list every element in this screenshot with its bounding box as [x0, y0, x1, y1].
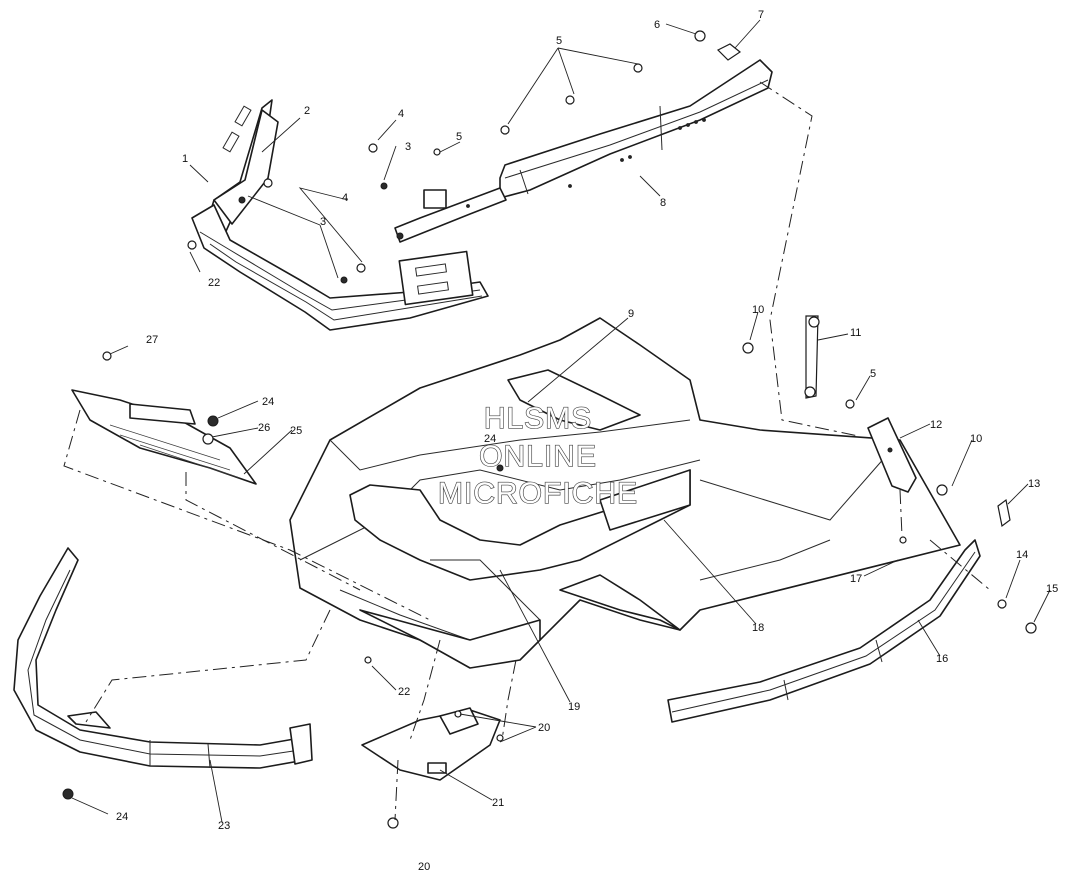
- callout-24: 24: [116, 811, 128, 823]
- callout-11: 11: [850, 327, 861, 339]
- front-left-bumper: [13, 547, 313, 769]
- callout-18: 18: [752, 622, 764, 634]
- hood-shell: [289, 317, 961, 669]
- watermark-line-2: ONLINE: [479, 440, 597, 473]
- fasteners: [62, 30, 1037, 829]
- callout-21: 21: [492, 797, 504, 809]
- callout-12: 12: [930, 419, 942, 431]
- callout-numbers: 1 2 3 4 3 4 5 5 6 7 8 22 9 10 11 5 12 10…: [116, 9, 1058, 873]
- callout-25: 25: [290, 425, 302, 437]
- callout-17: 17: [850, 573, 862, 585]
- callout-22: 22: [208, 277, 220, 289]
- callout-15: 15: [1046, 583, 1058, 595]
- callout-leader-lines: [71, 19, 1051, 823]
- left-side-panel: [71, 389, 257, 485]
- callout-16: 16: [936, 653, 948, 665]
- left-upper-bracket: [191, 99, 489, 331]
- callout-4: 4: [398, 108, 404, 120]
- callout-22: 22: [398, 686, 410, 698]
- callout-23: 23: [218, 820, 230, 832]
- callout-10: 10: [752, 304, 764, 316]
- callout-9: 9: [628, 308, 634, 320]
- callout-4: 4: [342, 192, 348, 204]
- callout-26: 26: [258, 422, 270, 434]
- callout-5: 5: [456, 131, 462, 143]
- callout-13: 13: [1028, 478, 1040, 490]
- callout-3: 3: [320, 216, 326, 228]
- watermark-line-1: HLSMS: [484, 402, 592, 435]
- lower-bracket: [361, 707, 501, 781]
- callout-24: 24: [262, 396, 274, 408]
- alignment-lines: [63, 81, 991, 821]
- callout-3: 3: [405, 141, 411, 153]
- callout-20: 20: [418, 861, 430, 873]
- callout-24: 24: [484, 433, 496, 445]
- callout-10: 10: [970, 433, 982, 445]
- callout-2: 2: [304, 105, 310, 117]
- watermark: HLSMS ONLINE MICROFICHE: [437, 401, 638, 510]
- callout-5: 5: [556, 35, 562, 47]
- front-right-bumper: [667, 539, 981, 723]
- callout-6: 6: [654, 19, 660, 31]
- right-mount-bracket: [867, 417, 917, 493]
- callout-19: 19: [568, 701, 580, 713]
- callout-8: 8: [660, 197, 666, 209]
- callout-14: 14: [1016, 549, 1028, 561]
- callout-20: 20: [538, 722, 550, 734]
- callout-1: 1: [182, 153, 188, 165]
- callout-27: 27: [146, 334, 158, 346]
- top-bumper-bar: [394, 59, 773, 243]
- watermark-line-3: MICROFICHE: [438, 477, 638, 510]
- callout-5: 5: [870, 368, 876, 380]
- callout-7: 7: [758, 9, 764, 21]
